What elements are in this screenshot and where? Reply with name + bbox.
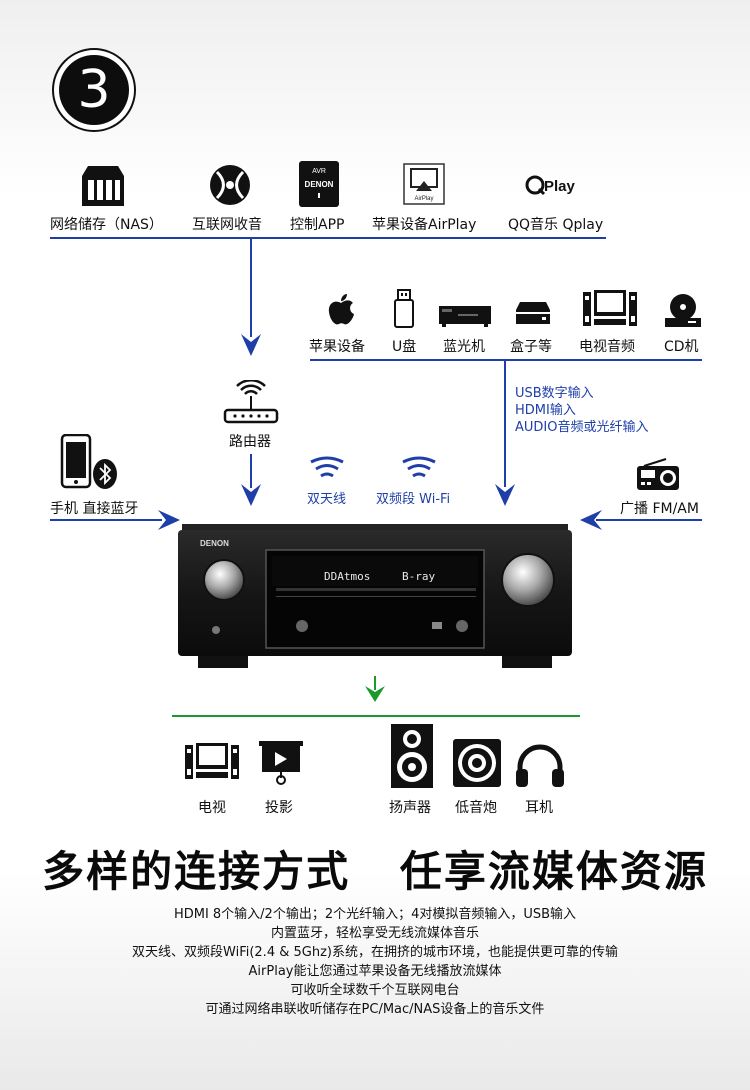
- tv-audio-icon: [583, 290, 637, 326]
- cd-label: CD机: [664, 339, 699, 355]
- apple-label: 苹果设备: [309, 339, 365, 355]
- net-radio-icon: [210, 165, 250, 205]
- router-arrow-line: [250, 454, 252, 488]
- radio-label: 广播 FM/AM: [620, 501, 699, 517]
- projector-label: 投影: [265, 800, 293, 816]
- arrow-down-icon: [495, 484, 515, 506]
- set-top-box-icon: [516, 302, 550, 324]
- airplay-icon: AirPlay: [403, 163, 445, 205]
- tv-label: 电视: [198, 800, 226, 816]
- tv-audio-label: 电视音频: [579, 339, 635, 355]
- tv-icon: [185, 743, 239, 779]
- inputs-note-audio: AUDIO音频或光纤输入: [515, 420, 649, 435]
- sources-line: [50, 237, 606, 239]
- wifi-label: 双频段 Wi-Fi: [376, 492, 451, 507]
- phone-line: [50, 519, 162, 521]
- subwoofer-label: 低音炮: [455, 800, 497, 816]
- antenna-wave-icon: [310, 456, 344, 478]
- router-label: 路由器: [229, 434, 271, 450]
- phone-icon: [60, 434, 92, 489]
- nas-label: 网络储存（NAS）: [50, 217, 163, 233]
- qplay-logo-text: Play: [544, 178, 576, 195]
- speaker-icon: [391, 724, 433, 788]
- projector-icon: [259, 741, 303, 785]
- radio-icon: [637, 458, 679, 490]
- description-line-5: 可收听全球数千个互联网电台: [290, 983, 460, 998]
- router-icon: [223, 380, 279, 424]
- description-line-2: 内置蓝牙，轻松享受无线流媒体音乐: [270, 926, 479, 941]
- inputs-note-hdmi: HDMI输入: [515, 403, 576, 418]
- headphone-label: 耳机: [525, 800, 553, 816]
- speaker-label: 扬声器: [389, 800, 431, 816]
- arrow-down-icon: [241, 334, 261, 356]
- qplay-icon: Play: [525, 175, 576, 196]
- control-app-label: 控制APP: [290, 217, 345, 233]
- description-line-6: 可通过网络串联收听储存在PC/Mac/NAS设备上的音乐文件: [205, 1002, 545, 1017]
- udisk-label: U盘: [392, 339, 417, 355]
- wifi-wave-icon: [402, 456, 436, 478]
- dual-antenna-label: 双天线: [307, 492, 347, 507]
- airplay-logo-text: AirPlay: [414, 196, 433, 202]
- description-line-3: 双天线、双频段WiFi(2.4 & 5Ghz)系统，在拥挤的城市环境，也能提供更…: [132, 945, 618, 960]
- control-app-icon: AVR DENON: [299, 161, 339, 207]
- cd-player-icon: [665, 294, 701, 327]
- outputs-line: [172, 715, 580, 717]
- receiver-display-left: DDAtmos: [324, 570, 370, 583]
- inputs-note: USB数字输入 HDMI输入 AUDIO音频或光纤输入: [515, 385, 649, 436]
- receiver-brand: DENON: [200, 539, 229, 548]
- qplay-label: QQ音乐 Qplay: [508, 217, 604, 233]
- app-logo-brand: DENON: [305, 180, 334, 189]
- inputs-note-usb: USB数字输入: [515, 386, 594, 401]
- box-label: 盒子等: [510, 339, 552, 355]
- arrow-left-icon: [580, 510, 602, 530]
- receiver-display-right: B-ray: [402, 570, 435, 583]
- usb-drive-icon: [394, 289, 414, 328]
- description-line-4: AirPlay能让您通过苹果设备无线播放流媒体: [248, 964, 502, 979]
- arrow-right-icon: [158, 510, 180, 530]
- arrow-down-icon: [241, 484, 261, 506]
- app-logo-avr: AVR: [312, 168, 326, 175]
- devices-line: [310, 359, 702, 361]
- step-number: 3: [59, 55, 129, 125]
- av-receiver: DDAtmos B-ray DENON: [178, 524, 572, 668]
- bluray-label: 蓝光机: [443, 339, 485, 355]
- bluetooth-icon: [93, 459, 117, 489]
- phone-label: 手机 直接蓝牙: [50, 501, 139, 517]
- bluray-player-icon: [439, 306, 491, 327]
- radio-line: [596, 519, 702, 521]
- devices-arrow-line: [504, 359, 506, 487]
- arrow-down-green-icon: [365, 676, 385, 702]
- apple-icon: [328, 294, 354, 325]
- headline: 多样的连接方式 任享流媒体资源: [42, 847, 708, 896]
- headphone-icon: [516, 744, 564, 787]
- description-line-1: HDMI 8个输入/2个输出；2个光纤输入；4对模拟音频输入，USB输入: [173, 907, 577, 922]
- airplay-label: 苹果设备AirPlay: [372, 217, 477, 233]
- step-badge: 3: [52, 48, 136, 132]
- sources-arrow-line: [250, 237, 252, 337]
- net-radio-label: 互联网收音: [192, 217, 262, 233]
- subwoofer-icon: [453, 739, 501, 787]
- nas-icon: [82, 166, 124, 206]
